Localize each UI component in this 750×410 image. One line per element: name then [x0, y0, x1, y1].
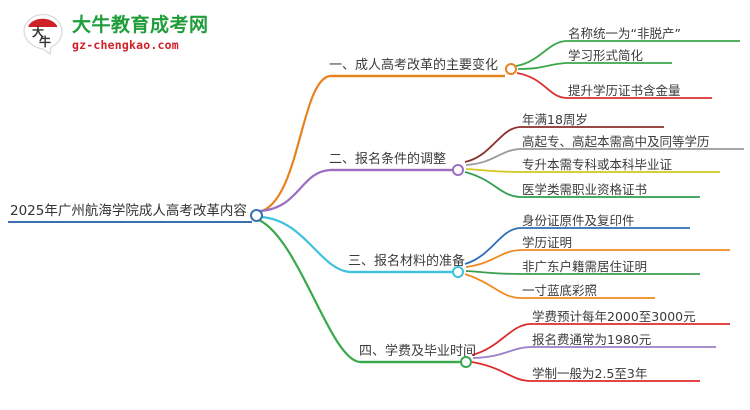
- branch-1-child-2-label[interactable]: 学习形式简化: [568, 48, 644, 63]
- branch-1-node-dot[interactable]: [505, 63, 517, 75]
- branch-2-child-3-label[interactable]: 专升本需专科或本科毕业证: [522, 157, 673, 172]
- logo-text-block: 大牛教育成考网 gz-chengkao.com: [72, 14, 209, 52]
- branch-2-child-4-label[interactable]: 医学类需职业资格证书: [522, 182, 648, 197]
- branch-4-node-dot[interactable]: [460, 356, 472, 368]
- branch-3-child-1-label[interactable]: 身份证原件及复印件: [522, 213, 635, 228]
- branch-3-node-dot[interactable]: [452, 266, 464, 278]
- branch-2-node-dot[interactable]: [452, 164, 464, 176]
- logo-domain: gz-chengkao.com: [72, 38, 179, 52]
- branch-1-label[interactable]: 一、成人高考改革的主要变化: [329, 58, 499, 73]
- branch-3-label[interactable]: 三、报名材料的准备: [348, 254, 466, 269]
- root-node-dot[interactable]: [250, 209, 263, 222]
- svg-text:牛: 牛: [39, 34, 51, 49]
- branch-2-child-2-label[interactable]: 高起专、高起本需高中及同等学历: [522, 134, 710, 149]
- logo-mark-icon: 大 牛: [20, 12, 66, 56]
- branch-2-label[interactable]: 二、报名条件的调整: [329, 152, 447, 167]
- branch-3-child-3-label[interactable]: 非广东户籍需居住证明: [522, 259, 648, 274]
- branch-4-child-3-label[interactable]: 学制一般为2.5至3年: [532, 366, 648, 381]
- branch-1-child-1-label[interactable]: 名称统一为“非脱产”: [568, 26, 681, 41]
- branch-3-child-2-label[interactable]: 学历证明: [522, 235, 573, 250]
- branch-1-child-3-label[interactable]: 提升学历证书含金量: [568, 83, 681, 98]
- logo-title: 大牛教育成考网: [72, 14, 209, 36]
- branch-2-child-1-label[interactable]: 年满18周岁: [522, 112, 588, 127]
- svg-text:大: 大: [32, 24, 44, 39]
- root-node-label[interactable]: 2025年广州航海学院成人高考改革内容: [10, 203, 247, 219]
- branch-4-label[interactable]: 四、学费及毕业时间: [359, 344, 477, 359]
- site-logo[interactable]: 大 牛 大牛教育成考网 gz-chengkao.com: [20, 12, 208, 58]
- branch-4-child-2-label[interactable]: 报名费通常为1980元: [532, 332, 652, 347]
- branch-3-child-4-label[interactable]: 一寸蓝底彩照: [522, 283, 598, 298]
- branch-4-child-1-label[interactable]: 学费预计每年2000至3000元: [532, 309, 696, 324]
